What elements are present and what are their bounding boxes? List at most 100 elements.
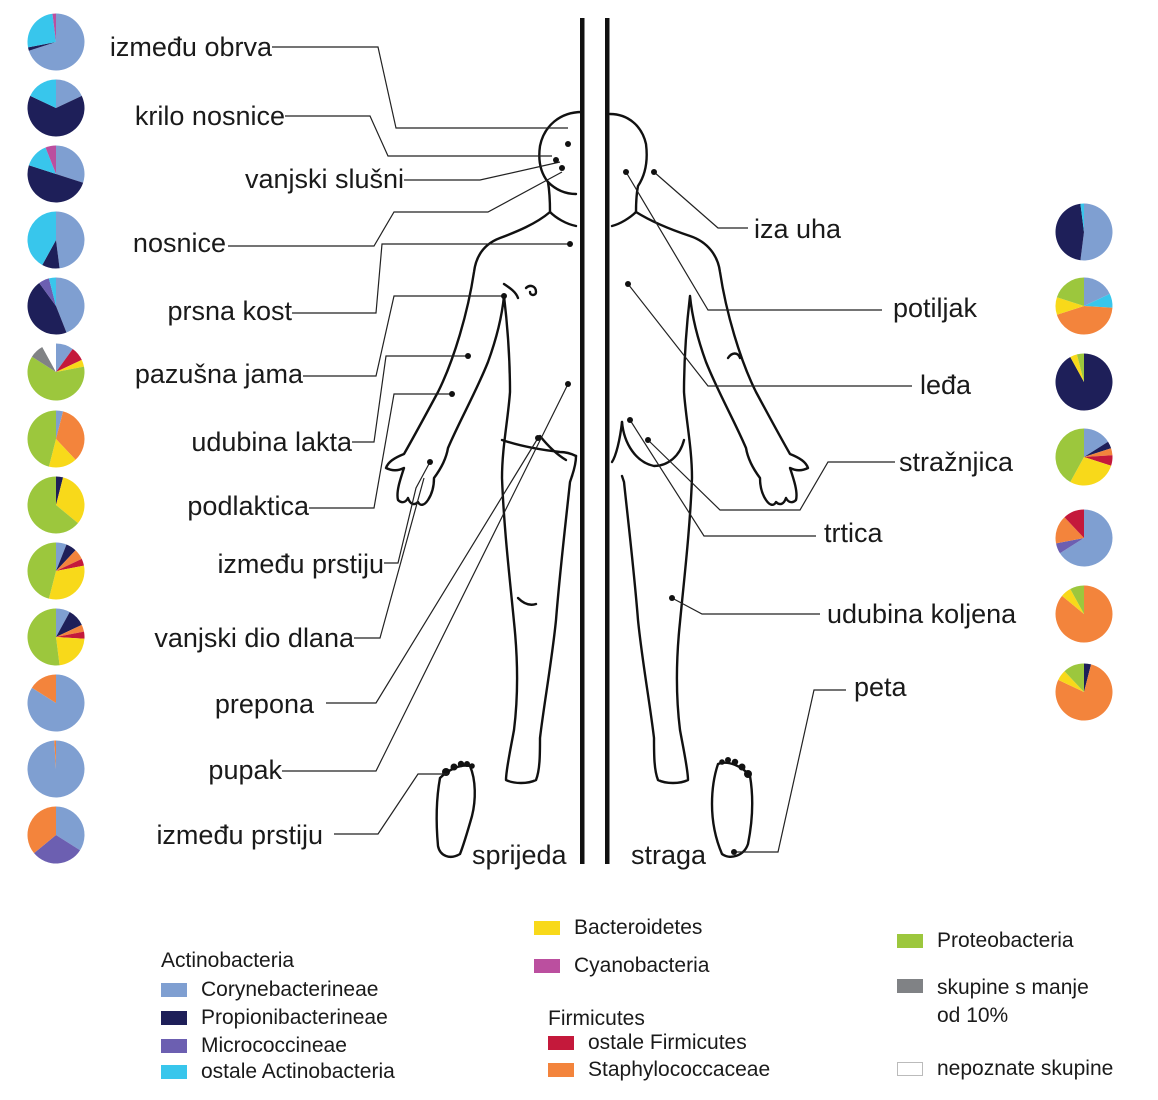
site-marker-dot bbox=[731, 849, 737, 855]
site-marker-dot bbox=[465, 353, 471, 359]
legend-bacteroidetes: Bacteroidetes bbox=[534, 916, 702, 940]
site-label-trtica: trtica bbox=[824, 518, 883, 548]
pie-slice-bacteroidetes bbox=[1058, 671, 1084, 692]
pie-slice-corynebacterineae bbox=[56, 343, 73, 372]
pie-slice-ostale-actinobacteria bbox=[30, 79, 56, 108]
pie-slice-corynebacterineae bbox=[1080, 203, 1113, 261]
leader-line bbox=[334, 773, 448, 835]
pie-slice-ostale-firmicutes bbox=[1064, 509, 1084, 538]
pie-slice-proteobacteria bbox=[1055, 428, 1084, 482]
view-label-back: straga bbox=[631, 840, 707, 870]
pie-slice-propionibacterineae bbox=[1084, 663, 1092, 692]
pie-podlaktica bbox=[27, 476, 85, 534]
site-marker-dot bbox=[651, 169, 657, 175]
pie-slice-ostale-firmicutes bbox=[56, 348, 82, 372]
front-body-outline bbox=[384, 110, 584, 785]
pie-udubina-lakta bbox=[27, 410, 85, 468]
pie-slice-ostale-firmicutes bbox=[56, 558, 84, 571]
legend-label: ostale Actinobacteria bbox=[201, 1060, 395, 1083]
pie-potiljak bbox=[1055, 277, 1113, 335]
site-label-peta: peta bbox=[854, 672, 907, 702]
body-outline-figure bbox=[228, 18, 912, 864]
site-label-straznjica: stražnjica bbox=[899, 447, 1014, 477]
pie-slice-cyanobacteria bbox=[52, 13, 56, 42]
pie-slice-ostale-actinobacteria bbox=[48, 277, 56, 306]
pie-leda bbox=[1055, 353, 1113, 411]
pie-slice-proteobacteria bbox=[1056, 277, 1084, 306]
back-buttock-line bbox=[620, 420, 686, 468]
site-marker-dot bbox=[449, 391, 455, 397]
pie-slice-corynebacterineae bbox=[56, 608, 70, 637]
legend-ostale-actinobacteria: ostale Actinobacteria bbox=[161, 1060, 395, 1084]
pie-slice-corynebacterineae bbox=[1084, 277, 1110, 306]
site-label-leda: leđa bbox=[920, 370, 972, 400]
site-marker-dot bbox=[623, 169, 629, 175]
pie-slice-cyanobacteria bbox=[45, 145, 56, 174]
site-marker-dot bbox=[669, 595, 675, 601]
pie-slice-ostale-actinobacteria bbox=[27, 211, 56, 265]
pie-slice-ostale-actinobacteria bbox=[1080, 203, 1084, 232]
pie-slice-propionibacterineae bbox=[56, 612, 82, 637]
back-elbow-mark bbox=[726, 352, 742, 360]
leader-line bbox=[285, 115, 552, 157]
pie-prepona bbox=[27, 674, 85, 732]
front-armpit-fold bbox=[502, 282, 520, 300]
pie-slice-bacteroidetes bbox=[56, 477, 85, 524]
swatch-manje-10 bbox=[897, 979, 923, 993]
swatch-staphylococcaceae bbox=[548, 1063, 574, 1077]
front-chest-nipple bbox=[524, 284, 538, 297]
site-label-podlaktica: podlaktica bbox=[187, 491, 309, 521]
front-left-leg-inner bbox=[570, 454, 578, 478]
pie-slice-staphylococcaceae bbox=[1084, 448, 1113, 457]
front-face-jaw bbox=[546, 180, 578, 196]
pie-slice-corynebacterineae bbox=[28, 13, 85, 71]
site-label-pupak: pupak bbox=[208, 755, 282, 785]
pie-slice-proteobacteria bbox=[1076, 353, 1084, 382]
pie-slice-bacteroidetes bbox=[48, 439, 76, 468]
pie-slice-staphylococcaceae bbox=[31, 674, 56, 703]
pie-slice-staphylococcaceae bbox=[27, 806, 56, 854]
legend-manje-10: skupine s manje od 10% bbox=[897, 974, 1117, 1030]
pie-slice-staphylococcaceae bbox=[56, 550, 82, 571]
legend-cyanobacteria: Cyanobacteria bbox=[534, 954, 709, 978]
pie-slice-staphylococcaceae bbox=[56, 624, 84, 637]
pie-slice-micrococcineae bbox=[1056, 538, 1084, 554]
pie-slice-manje-10 bbox=[31, 347, 56, 372]
site-marker-dot bbox=[535, 435, 541, 441]
pie-slice-staphylococcaceae bbox=[1056, 306, 1113, 335]
pie-slice-nepoznate bbox=[42, 343, 56, 372]
pie-slice-propionibacterineae bbox=[27, 95, 85, 137]
pie-prsna-kost bbox=[27, 277, 85, 335]
pie-slice-propionibacterineae bbox=[28, 42, 56, 51]
site-label-izmedu-obrva: između obrva bbox=[109, 32, 272, 62]
site-marker-dot bbox=[427, 459, 433, 465]
pie-slice-ostale-actinobacteria bbox=[27, 13, 56, 48]
swatch-corynebacterineae bbox=[161, 983, 187, 997]
back-body-outline bbox=[608, 112, 810, 785]
pie-slice-bacteroidetes bbox=[56, 637, 85, 666]
front-knee-left bbox=[516, 596, 538, 606]
front-neck-left bbox=[548, 210, 578, 228]
pie-slice-micrococcineae bbox=[39, 278, 56, 306]
legend-label: skupine s manje od 10% bbox=[937, 976, 1089, 1027]
legend-label: nepoznate skupine bbox=[937, 1057, 1114, 1080]
legend-title-firmicutes: Firmicutes bbox=[548, 1007, 645, 1030]
pie-slice-propionibacterineae bbox=[56, 544, 76, 571]
pie-peta bbox=[1055, 663, 1113, 721]
swatch-nepoznate bbox=[897, 1062, 923, 1076]
pie-slice-staphylococcaceae bbox=[1055, 517, 1084, 544]
pie-slice-propionibacterineae bbox=[27, 165, 84, 203]
site-marker-dot bbox=[565, 141, 571, 147]
swatch-ostale-firmicutes bbox=[548, 1036, 574, 1050]
pie-krilo-nosnice bbox=[27, 79, 85, 137]
pie-vanjski-slusni bbox=[27, 145, 85, 203]
leader-line bbox=[404, 161, 561, 181]
pie-iza-uha bbox=[1055, 203, 1113, 261]
pie-straznjica bbox=[1055, 428, 1113, 486]
pie-slice-proteobacteria bbox=[27, 542, 56, 599]
pie-slice-staphylococcaceae bbox=[56, 411, 85, 460]
front-groin-crease bbox=[538, 434, 568, 462]
front-hip-line bbox=[500, 438, 578, 458]
swatch-proteobacteria bbox=[897, 934, 923, 948]
site-marker-dot bbox=[559, 165, 565, 171]
